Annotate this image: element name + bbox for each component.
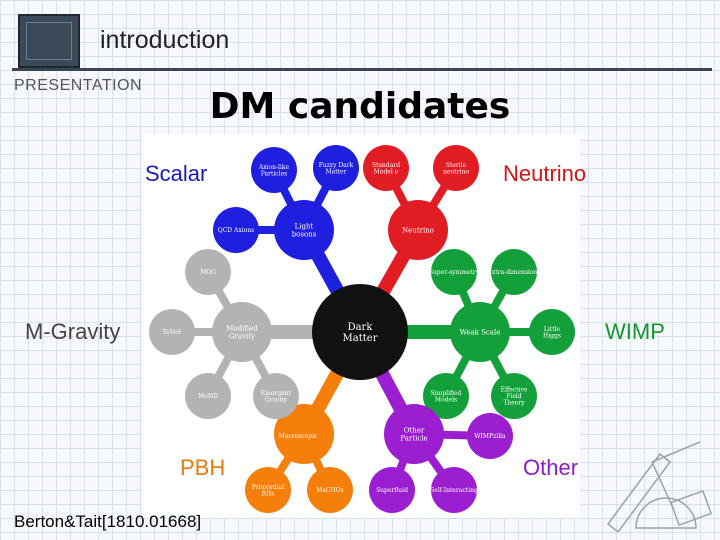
mindmap-node-text: Theory	[503, 400, 525, 407]
mindmap-node-text: Gravity	[265, 396, 288, 403]
mindmap-leaf-node: Super-symmetry	[429, 249, 480, 295]
mindmap-node-text: TeVeS	[163, 329, 182, 336]
slide-title: DM candidates	[209, 86, 511, 127]
mindmap-leaf-node: Extra-dimensions	[487, 249, 541, 295]
mindmap-leaf-node: Superfluid	[369, 467, 415, 513]
presentation-label: PRESENTATION	[14, 77, 143, 94]
mindmap-node-text: Light	[295, 223, 314, 231]
mindmap-leaf-node: WIMPzilla	[467, 413, 513, 459]
mindmap-node-text: Model ν	[374, 168, 399, 175]
mindmap-node-text: neutrino	[443, 168, 469, 175]
mindmap-leaf-node: Macroscopic	[275, 413, 321, 459]
mindmap-node-text: Superfluid	[376, 487, 408, 494]
mindmap-node-text: WIMPzilla	[474, 433, 506, 440]
mindmap-node-text: bosons	[292, 230, 317, 238]
mindmap-node-text: Dark	[348, 322, 374, 333]
mindmap-node-text: MoND	[198, 393, 218, 400]
label-scalar: Scalar	[145, 161, 208, 186]
header-divider	[12, 68, 712, 71]
label-pbh: PBH	[180, 455, 226, 480]
label-m-gravity: M-Gravity	[25, 319, 121, 344]
mindmap-node-text: Effective	[501, 387, 528, 394]
mindmap-node-text: Axion-like	[258, 164, 290, 171]
mindmap-node-text: Fuzzy Dark	[319, 162, 354, 169]
mindmap-leaf-node: TeVeS	[149, 309, 195, 355]
mindmap-node-text: Gravity	[229, 332, 255, 340]
mindmap-node-text: Other	[404, 427, 425, 435]
mindmap-leaf-node: MOG	[185, 249, 231, 295]
mindmap-node-text: Macroscopic	[279, 433, 318, 440]
mindmap-node-text: Simplified	[431, 390, 462, 397]
mindmap-node-text: Extra-dimensions	[487, 269, 540, 276]
mindmap-node-text: Matter	[326, 168, 347, 175]
mindmap-node-text: QCD Axions	[218, 227, 254, 234]
mindmap-leaf-node: QCD Axions	[213, 207, 259, 253]
mindmap-node-text: Super-symmetry	[429, 269, 480, 276]
presentation-thumbnail	[18, 14, 80, 68]
mindmap-node-text: MOG	[200, 269, 216, 276]
label-other: Other	[523, 455, 579, 480]
mindmap-branch-node: Weak Scale	[450, 302, 510, 362]
mindmap-node-text: Models	[435, 396, 457, 403]
mindmap-node-text: Matter	[343, 333, 378, 344]
mindmap-leaf-node: Self-Interacting	[430, 467, 478, 513]
mindmap-node-text: Modified	[226, 325, 258, 333]
mindmap-node-text: BHs	[262, 490, 275, 497]
label-wimp: WIMP	[605, 319, 665, 344]
mindmap-node-text: Standard	[372, 162, 400, 169]
mindmap-node-text: Field	[506, 393, 522, 400]
label-neutrino: Neutrino	[503, 161, 587, 186]
mindmap-node-text: Emergent	[261, 390, 292, 397]
mindmap-node-text: Particles	[261, 170, 287, 177]
mindmap-node-text: Neutrino	[402, 226, 434, 234]
drawing-tools-illustration	[606, 441, 713, 532]
section-title: introduction	[100, 26, 230, 54]
mindmap-branch-node: Neutrino	[388, 200, 448, 260]
mindmap-node-text: Sterile	[446, 162, 467, 169]
mindmap-node-text: Weak Scale	[460, 328, 501, 336]
mindmap-node-text: Little	[544, 326, 561, 333]
citation: Berton&Tait[1810.01668]	[14, 512, 202, 531]
mindmap-node-text: Particle	[400, 434, 427, 442]
mindmap-leaf-node: MaCHOs	[307, 467, 353, 513]
mindmap-node-text: Self-Interacting	[430, 487, 478, 494]
mindmap-leaf-node: MoND	[185, 373, 231, 419]
mindmap-node-text: MaCHOs	[316, 487, 344, 494]
mindmap-node-text: Primordial	[252, 484, 284, 491]
mindmap-svg: DarkMatterLightbosonsAxion-likeParticles…	[149, 145, 575, 513]
mindmap-node-text: Higgs	[543, 332, 561, 339]
